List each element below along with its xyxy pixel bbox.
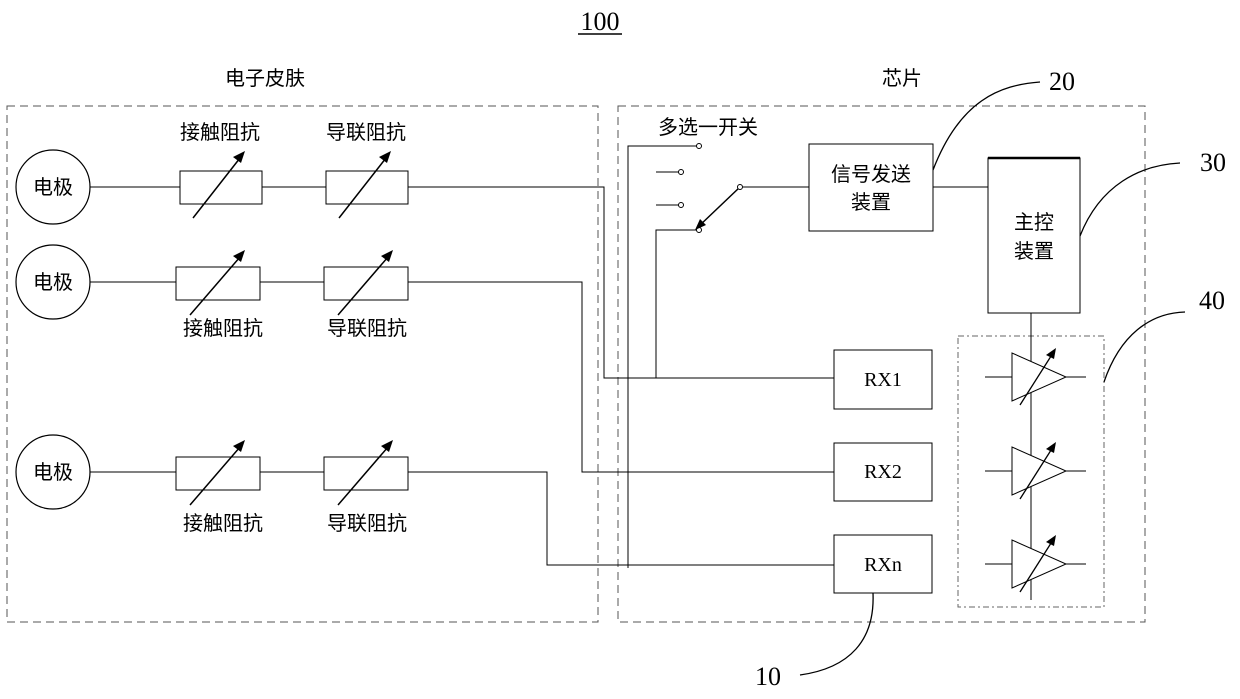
- contact-resistor-1: [180, 171, 262, 204]
- wire-to-rxn: [408, 472, 834, 565]
- switch-input-wire-1: [628, 146, 697, 568]
- master-control-device: [988, 158, 1080, 313]
- callout-40: 40: [1199, 286, 1225, 315]
- receiver-rx1-label: RX1: [864, 369, 902, 391]
- electronic-skin-label: 电子皮肤: [225, 66, 305, 90]
- arrow-head: [379, 151, 391, 163]
- lead-impedance-label-2: 导联阻抗: [327, 316, 407, 340]
- callout-30: 30: [1200, 148, 1226, 177]
- electrode-2-label: 电极: [33, 270, 73, 294]
- switch-input-wire-4: [656, 230, 697, 378]
- electrode-1-label: 电极: [33, 175, 73, 199]
- signal-transmit-device: [809, 144, 933, 231]
- contact-impedance-label-2: 接触阻抗: [183, 316, 263, 340]
- switch-contact: [679, 203, 684, 208]
- figure-number: 100: [581, 7, 620, 36]
- electrode-3-label: 电极: [33, 460, 73, 484]
- callout-10: 10: [755, 662, 781, 691]
- arrow-head: [233, 440, 245, 452]
- electronic-skin-box: [7, 106, 598, 622]
- callout-leader-10: [800, 593, 873, 675]
- contact-impedance-label-3: 接触阻抗: [183, 511, 263, 535]
- callout-20: 20: [1049, 67, 1075, 96]
- switch-contact: [679, 170, 684, 175]
- contact-impedance-label-1: 接触阻抗: [180, 120, 260, 144]
- arrow-head: [1046, 348, 1056, 359]
- arrow-head: [1046, 535, 1056, 546]
- lead-impedance-label-1: 导联阻抗: [326, 120, 406, 144]
- callout-leader-30: [1080, 163, 1180, 236]
- lead-resistor-1: [326, 171, 408, 204]
- amplifier-1: [1012, 353, 1066, 401]
- master-device-label-line2: 装置: [1014, 239, 1054, 263]
- switch-contact: [697, 144, 702, 149]
- lead-impedance-label-3: 导联阻抗: [327, 511, 407, 535]
- amplifier-2: [1012, 447, 1066, 495]
- receiver-rxn-label: RXn: [864, 554, 902, 576]
- wire-to-rx2: [408, 282, 834, 472]
- switch-pivot: [738, 185, 743, 190]
- switch-blade: [698, 187, 740, 227]
- master-device-label-line1: 主控: [1014, 210, 1054, 234]
- signal-device-label-line1: 信号发送: [831, 162, 911, 186]
- arrow-head: [381, 250, 393, 262]
- amplifier-n: [1012, 540, 1066, 588]
- arrow-head: [233, 151, 245, 163]
- arrow-head: [1046, 442, 1056, 453]
- switch-label: 多选一开关: [658, 115, 758, 139]
- arrow-head: [381, 440, 393, 452]
- arrow-head: [233, 250, 245, 262]
- receiver-rx2-label: RX2: [864, 461, 902, 483]
- chip-label: 芯片: [882, 66, 922, 90]
- signal-device-label-line2: 装置: [851, 190, 891, 214]
